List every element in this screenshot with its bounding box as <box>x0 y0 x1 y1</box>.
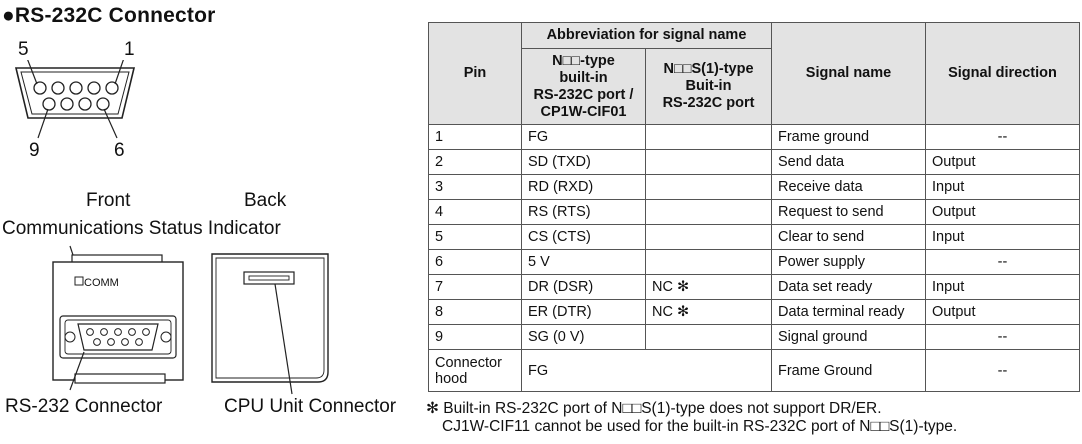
table-row: 3 RD (RXD) Receive data Input <box>428 174 1080 200</box>
abbreviation-nxx-header: N□□-type built-in RS-232C port / CP1W-CI… <box>521 48 646 125</box>
signal-direction-cell: -- <box>925 124 1080 150</box>
signal-direction-header: Signal direction <box>925 22 1080 125</box>
signal-direction-cell: -- <box>925 249 1080 275</box>
abbreviation-nxxs-line: RS-232C port <box>662 95 755 111</box>
table-row: 6 5 V Power supply -- <box>428 249 1080 275</box>
comm-led-label: COMM <box>84 277 119 289</box>
front-label: Front <box>86 190 131 211</box>
pin-cell: 5 <box>428 224 522 250</box>
abbr-nxxs-cell <box>645 149 772 175</box>
cpu-unit-connector-label: CPU Unit Connector <box>224 396 397 417</box>
signal-direction-cell: Input <box>925 224 1080 250</box>
abbr-nxx-cell: CS (CTS) <box>521 224 646 250</box>
abbreviation-header: Abbreviation for signal name <box>521 22 772 49</box>
pin-label-bottom-left: 9 <box>29 140 40 161</box>
abbr-nxx-cell: RD (RXD) <box>521 174 646 200</box>
signal-name-cell: Receive data <box>771 174 926 200</box>
abbreviation-nxx-line: N□□-type <box>552 52 615 69</box>
abbr-nxx-cell: 5 V <box>521 249 646 275</box>
pin-cell: 3 <box>428 174 522 200</box>
pin-cell-hood: Connector hood <box>428 349 522 392</box>
abbr-nxxs-cell: NC ✻ <box>645 299 772 325</box>
rs232-connector-label: RS-232 Connector <box>5 396 163 417</box>
pin-cell: 1 <box>428 124 522 150</box>
abbr-nxx-cell: SD (TXD) <box>521 149 646 175</box>
signal-direction-cell: Input <box>925 274 1080 300</box>
abbr-nxxs-cell <box>645 249 772 275</box>
pin-header: Pin <box>428 22 522 125</box>
table-row: 8 ER (DTR) NC ✻ Data terminal ready Outp… <box>428 299 1080 325</box>
table-row: 7 DR (DSR) NC ✻ Data set ready Input <box>428 274 1080 300</box>
table-row: 9 SG (0 V) Signal ground -- <box>428 324 1080 350</box>
signal-name-cell: Data terminal ready <box>771 299 926 325</box>
abbr-nxxs-cell <box>645 324 772 350</box>
table-row: 5 CS (CTS) Clear to send Input <box>428 224 1080 250</box>
pin-label-top-right: 1 <box>124 39 135 60</box>
pin-cell: 4 <box>428 199 522 225</box>
pin-cell: 6 <box>428 249 522 275</box>
abbr-nxx-cell: DR (DSR) <box>521 274 646 300</box>
abbr-nxx-cell: SG (0 V) <box>521 324 646 350</box>
hood-pin-line: Connector <box>435 354 502 371</box>
hood-pin-line: hood <box>435 370 468 387</box>
signal-direction-cell: Output <box>925 299 1080 325</box>
table-row: 1 FG Frame ground -- <box>428 124 1080 150</box>
abbr-nxxs-cell: NC ✻ <box>645 274 772 300</box>
signal-name-cell: Send data <box>771 149 926 175</box>
signal-name-cell: Signal ground <box>771 324 926 350</box>
page-title: ●RS-232C Connector <box>2 4 216 27</box>
signal-name-cell: Frame ground <box>771 124 926 150</box>
pin-cell: 2 <box>428 149 522 175</box>
abbreviation-nxxs-line: N□□S(1)-type <box>663 61 754 77</box>
abbr-nxxs-cell <box>645 124 772 150</box>
abbr-nxx-cell: RS (RTS) <box>521 199 646 225</box>
signal-name-cell: Power supply <box>771 249 926 275</box>
back-label: Back <box>244 190 287 211</box>
signal-direction-cell: Input <box>925 174 1080 200</box>
abbreviation-nxxs-line: Buit-in <box>685 78 732 94</box>
abbr-nxx-cell: FG <box>521 124 646 150</box>
signal-name-cell: Request to send <box>771 199 926 225</box>
abbreviation-nxx-line: built-in <box>559 69 608 86</box>
signal-table: Pin Abbreviation for signal name Signal … <box>428 22 1080 392</box>
pin-cell: 8 <box>428 299 522 325</box>
abbr-nxxs-cell <box>645 224 772 250</box>
signal-direction-cell: Output <box>925 149 1080 175</box>
footnote-1: ✻ Built-in RS-232C port of N□□S(1)-type … <box>426 400 882 417</box>
table-row: 4 RS (RTS) Request to send Output <box>428 199 1080 225</box>
status-indicator-label: Communications Status Indicator <box>2 218 281 239</box>
abbr-nxxs-cell <box>645 199 772 225</box>
abbr-nxxs-cell <box>645 174 772 200</box>
signal-direction-cell: -- <box>925 324 1080 350</box>
signal-direction-cell-hood: -- <box>925 349 1080 392</box>
pin-label-bottom-right: 6 <box>114 140 125 161</box>
back-view-diagram <box>211 253 329 395</box>
signal-name-header: Signal name <box>771 22 926 125</box>
signal-name-cell: Clear to send <box>771 224 926 250</box>
db9-connector-diagram <box>14 60 136 139</box>
abbreviation-nxxs-header: N□□S(1)-type Buit-in RS-232C port <box>645 48 772 125</box>
abbr-cell-hood: FG <box>521 349 772 392</box>
pin-cell: 9 <box>428 324 522 350</box>
signal-name-cell: Data set ready <box>771 274 926 300</box>
abbreviation-nxx-line: CP1W-CIF01 <box>540 103 627 120</box>
table-row-hood: Connector hood FG Frame Ground -- <box>428 349 1080 392</box>
footnote-2: CJ1W-CIF11 cannot be used for the built-… <box>442 418 958 435</box>
abbr-nxx-cell: ER (DTR) <box>521 299 646 325</box>
pin-label-top-left: 5 <box>18 39 29 60</box>
table-row: 2 SD (TXD) Send data Output <box>428 149 1080 175</box>
abbreviation-nxx-line: RS-232C port / <box>533 86 634 103</box>
pin-cell: 7 <box>428 274 522 300</box>
signal-direction-cell: Output <box>925 199 1080 225</box>
signal-name-cell-hood: Frame Ground <box>771 349 926 392</box>
front-view-diagram <box>52 245 184 391</box>
